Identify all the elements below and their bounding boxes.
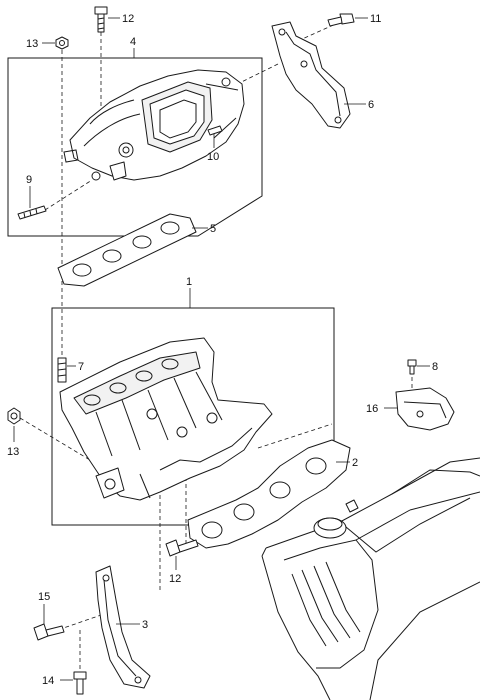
cylinder-head-outline bbox=[261, 457, 480, 700]
stud-9 bbox=[17, 205, 47, 220]
callout-9: 9 bbox=[26, 174, 32, 186]
bracket-6 bbox=[271, 21, 351, 129]
bracket-3 bbox=[95, 565, 151, 689]
bolt-15 bbox=[33, 623, 65, 641]
callout-7: 7 bbox=[78, 361, 84, 373]
callout-13-side: 13 bbox=[7, 446, 19, 458]
bolt-14 bbox=[73, 671, 87, 695]
upper-manifold-group-frame bbox=[7, 57, 263, 237]
callout-8: 8 bbox=[432, 361, 438, 373]
callout-6: 6 bbox=[368, 99, 374, 111]
callout-3: 3 bbox=[142, 619, 148, 631]
nut-13-top bbox=[55, 36, 69, 50]
stud-7 bbox=[57, 357, 67, 383]
dowel-pin-10 bbox=[207, 125, 223, 136]
bolt-12-top bbox=[94, 6, 108, 33]
callout-10: 10 bbox=[207, 151, 219, 163]
bolt-12-lower bbox=[165, 539, 199, 557]
callout-14: 14 bbox=[42, 675, 54, 687]
bolt-8 bbox=[407, 359, 417, 375]
gasket-5 bbox=[57, 213, 197, 287]
callout-5: 5 bbox=[210, 223, 216, 235]
bracket-16 bbox=[395, 387, 455, 431]
alignment-line-nut-13-side bbox=[19, 417, 101, 467]
callout-16: 16 bbox=[366, 403, 378, 415]
alignment-line-gasket-2 bbox=[257, 423, 333, 449]
callout-13-top: 13 bbox=[26, 38, 38, 50]
upper-intake-manifold bbox=[63, 69, 245, 181]
bolt-11 bbox=[327, 13, 355, 27]
callout-11: 11 bbox=[370, 13, 381, 25]
callout-12-lower: 12 bbox=[169, 573, 181, 585]
callout-15: 15 bbox=[38, 591, 50, 603]
callout-2: 2 bbox=[352, 457, 358, 469]
callout-1: 1 bbox=[186, 276, 192, 288]
callout-12-top: 12 bbox=[122, 13, 134, 25]
gasket-2 bbox=[187, 439, 351, 549]
callout-4: 4 bbox=[130, 36, 136, 48]
lower-intake-manifold bbox=[59, 337, 273, 501]
nut-13-side bbox=[7, 407, 21, 425]
alignment-line-stud-9 bbox=[44, 179, 93, 211]
